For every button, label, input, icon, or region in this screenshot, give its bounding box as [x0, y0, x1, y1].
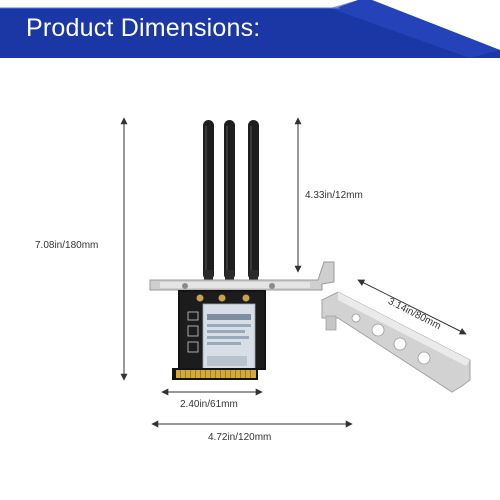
full-height-bracket — [149, 261, 335, 291]
antenna-height-label: 4.33in/12mm — [305, 190, 363, 201]
banner-background — [0, 0, 500, 58]
bracket-length-line — [357, 279, 467, 335]
title-banner: Product Dimensions: — [0, 0, 500, 62]
antenna-right — [248, 120, 259, 297]
total-width-label: 4.72in/120mm — [208, 432, 272, 443]
antenna-center — [224, 120, 235, 297]
antenna-left — [203, 120, 214, 297]
pcie-connector — [172, 368, 258, 380]
total-height-label: 7.08in/180mm — [35, 240, 99, 251]
low-profile-bracket — [321, 291, 471, 393]
card-width-label: 2.40in/61mm — [180, 399, 238, 410]
page-title: Product Dimensions: — [26, 14, 261, 42]
wifi-module — [202, 303, 256, 373]
